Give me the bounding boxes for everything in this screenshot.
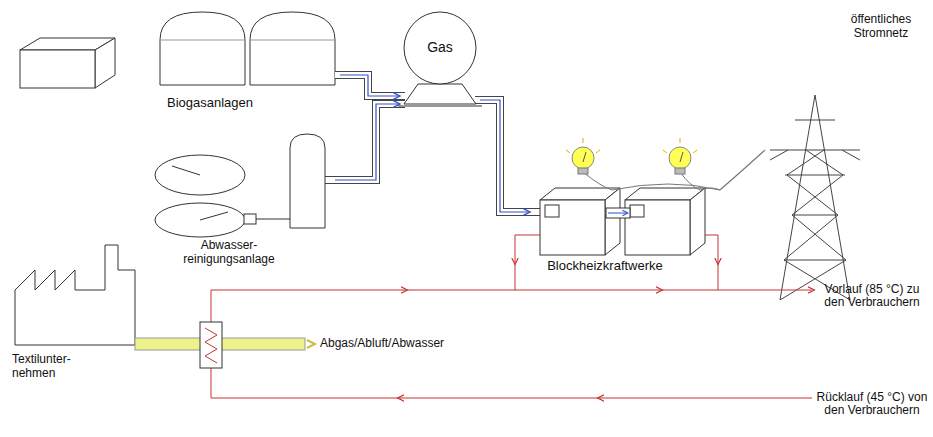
building bbox=[20, 38, 115, 88]
power-line bbox=[720, 150, 765, 190]
heat-lines bbox=[211, 235, 812, 398]
node-label: Biogasanlagen bbox=[150, 96, 270, 110]
node-label: Textilunter- nehmen bbox=[12, 352, 92, 380]
biogas-domes bbox=[160, 12, 335, 85]
node-label: Blockheizkraftwerke bbox=[530, 259, 680, 273]
bulbs bbox=[566, 138, 720, 190]
return-label: Rücklauf (45 °C) von den Verbrauchern bbox=[816, 391, 928, 417]
gas-holder: Gas bbox=[400, 10, 480, 108]
wastewater-plant bbox=[155, 134, 325, 237]
node-label: Gas bbox=[400, 40, 480, 54]
gas-flow-arrow bbox=[480, 100, 530, 212]
textile-factory bbox=[15, 245, 135, 345]
gas-flow-arrow bbox=[340, 75, 400, 96]
heat-exchanger bbox=[200, 322, 222, 368]
gas-pipes bbox=[325, 75, 540, 212]
power-pylon bbox=[770, 95, 860, 300]
textile-company: Textilunter- nehmen bbox=[10, 240, 150, 390]
node-label: Abwasser- reinigungsanlage bbox=[170, 238, 288, 266]
power-grid: öffentliches Stromnetz bbox=[765, 8, 927, 304]
chp-plant: Blockheizkraftwerke bbox=[530, 138, 720, 280]
flow-label: Vorlauf (85 °C) zu den Verbrauchern bbox=[816, 283, 928, 309]
biogas-plant: Biogasanlagen bbox=[150, 8, 340, 114]
gas-holder bbox=[398, 12, 482, 106]
gas-flow-arrow bbox=[335, 104, 400, 180]
exhaust-pipe bbox=[135, 338, 315, 350]
exhaust-label: Abgas/Abluft/Abwasser bbox=[320, 337, 480, 350]
node-label: öffentliches Stromnetz bbox=[837, 12, 925, 40]
chp-units bbox=[540, 188, 705, 255]
wastewater-plant: Abwasser- reinigungsanlage bbox=[150, 130, 335, 272]
